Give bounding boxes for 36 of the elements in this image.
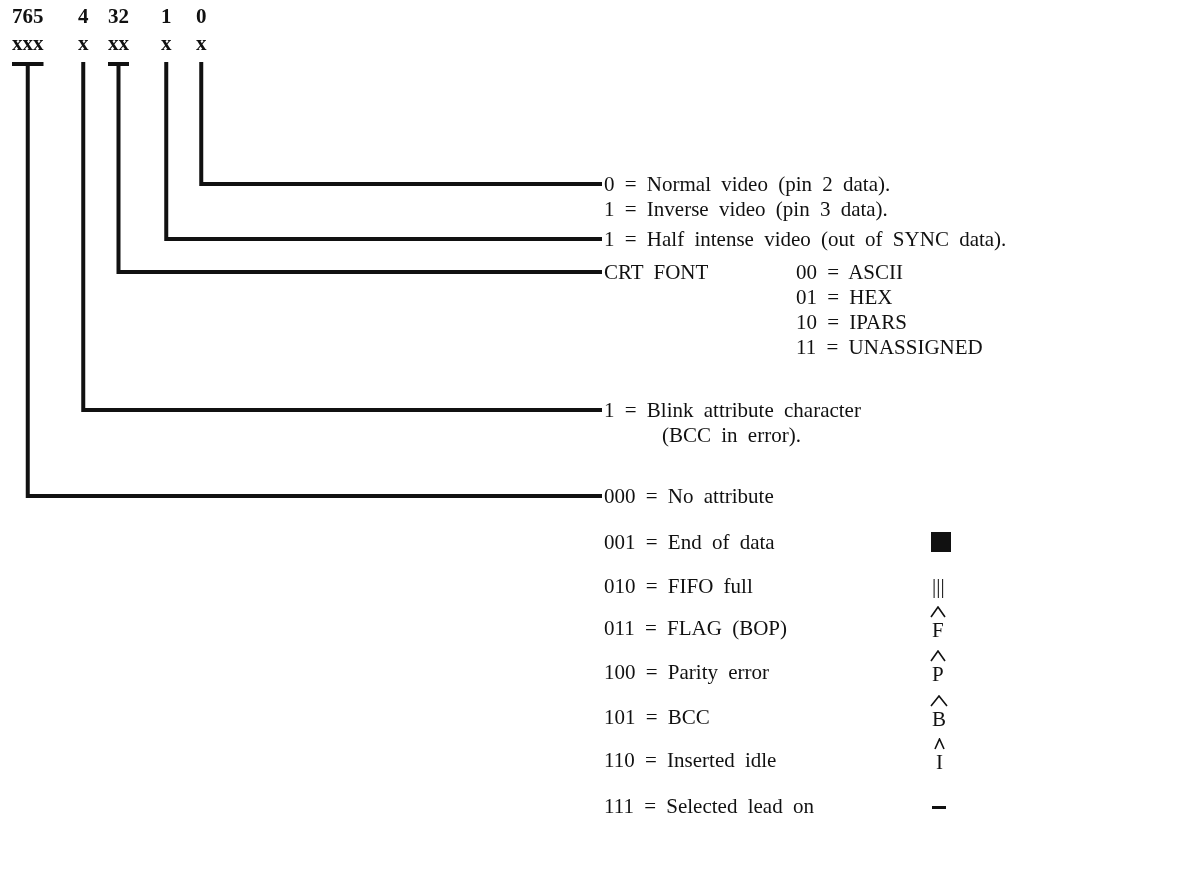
code-description: 10 = IPARS [796,310,907,334]
bit-number: 32 [108,4,129,28]
code-description: 001 = End of data [604,530,775,554]
bit-number: 0 [196,4,207,28]
code-description: 00 = ASCII [796,260,904,284]
bit-field: x [161,31,172,55]
code-description: 01 = HEX [796,285,893,309]
symbol-letter: P [932,662,944,686]
symbol: ||| [932,574,945,598]
code-description: 1 = Inverse video (pin 3 data). [604,197,888,221]
code-description: 110 = Inserted idle [604,748,777,772]
code-description: 011 = FLAG (BOP) [604,616,787,640]
code-description: (BCC in error). [662,423,801,447]
field-name: CRT FONT [604,260,709,284]
bit-number: 1 [161,4,172,28]
code-description: 1 = Blink attribute character [604,398,861,422]
symbol-letter: B [932,707,946,731]
code-description: 010 = FIFO full [604,574,753,598]
bit-field: x [78,31,89,55]
leader-line [81,62,602,412]
code-description: 1 = Half intense video (out of SYNC data). [604,227,1007,251]
bit-number: 765 [12,4,44,28]
leader-line [199,62,602,186]
bit-field: xxx [12,31,44,55]
code-description: 100 = Parity error [604,660,770,684]
code-description: 000 = No attribute [604,484,774,508]
bit-field: xx [108,31,129,55]
symbol-letter: I [936,750,943,774]
code-description: 0 = Normal video (pin 2 data). [604,172,891,196]
code-description: 111 = Selected lead on [604,794,814,818]
code-description: 11 = UNASSIGNED [796,335,983,359]
leader-line [164,62,602,241]
symbol-letter: F [932,618,944,642]
bit-field: x [196,31,207,55]
code-description: 101 = BCC [604,705,710,729]
bit-number: 4 [78,4,89,28]
